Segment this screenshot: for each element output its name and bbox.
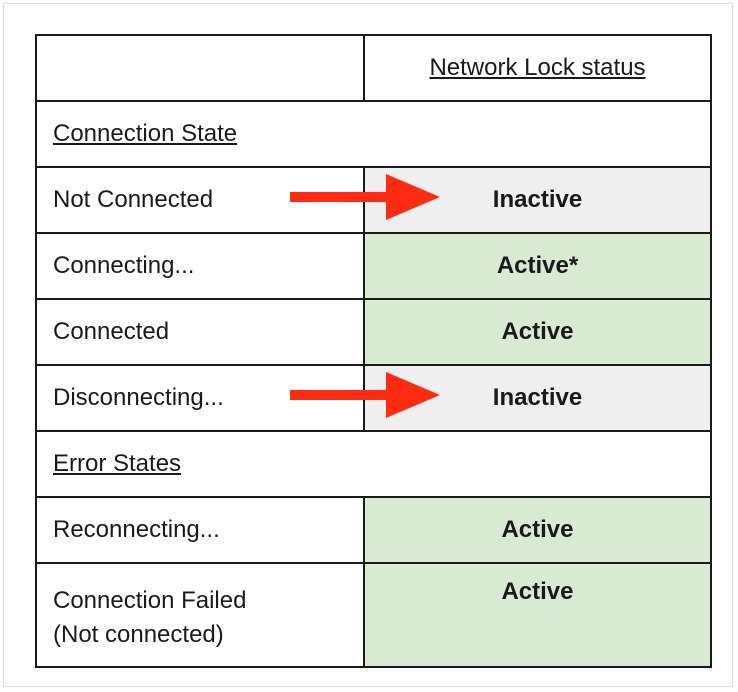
header-row: Network Lock status xyxy=(35,34,712,102)
table-row: Connecting... Active* xyxy=(35,232,712,300)
status-cell-active: Active xyxy=(363,496,712,564)
document-frame: Network Lock status Connection State Not… xyxy=(3,3,733,687)
table-row: Connected Active xyxy=(35,298,712,366)
section-row-error-states: Error States xyxy=(35,430,712,498)
table-row: Not Connected Inactive xyxy=(35,166,712,234)
arrow-right-icon xyxy=(290,174,440,220)
status-cell-active: Active xyxy=(363,562,712,668)
status-cell-active: Active xyxy=(363,298,712,366)
table-row: Reconnecting... Active xyxy=(35,496,712,564)
network-lock-status-table: Network Lock status Connection State Not… xyxy=(35,34,712,668)
column-header-network-lock-status: Network Lock status xyxy=(363,34,712,102)
state-label: Connected xyxy=(35,298,365,366)
arrow-right-icon xyxy=(290,372,440,418)
section-title-error-states: Error States xyxy=(35,430,712,498)
status-cell-active: Active* xyxy=(363,232,712,300)
arrow-head xyxy=(386,174,440,220)
status-cell-inactive: Inactive xyxy=(363,166,712,234)
status-cell-inactive: Inactive xyxy=(363,364,712,432)
header-empty-cell xyxy=(35,34,365,102)
arrow-head xyxy=(386,372,440,418)
arrow-shaft xyxy=(290,390,390,400)
arrow-shaft xyxy=(290,192,390,202)
state-label-line: (Not connected) xyxy=(53,621,224,648)
section-title-connection-state: Connection State xyxy=(35,100,712,168)
state-label: Reconnecting... xyxy=(35,496,365,564)
table-row: Connection Failed (Not connected) Active xyxy=(35,562,712,668)
state-label-line: Connection Failed xyxy=(53,587,247,614)
section-row-connection-state: Connection State xyxy=(35,100,712,168)
state-label: Connecting... xyxy=(35,232,365,300)
state-label: Connection Failed (Not connected) xyxy=(35,562,365,668)
